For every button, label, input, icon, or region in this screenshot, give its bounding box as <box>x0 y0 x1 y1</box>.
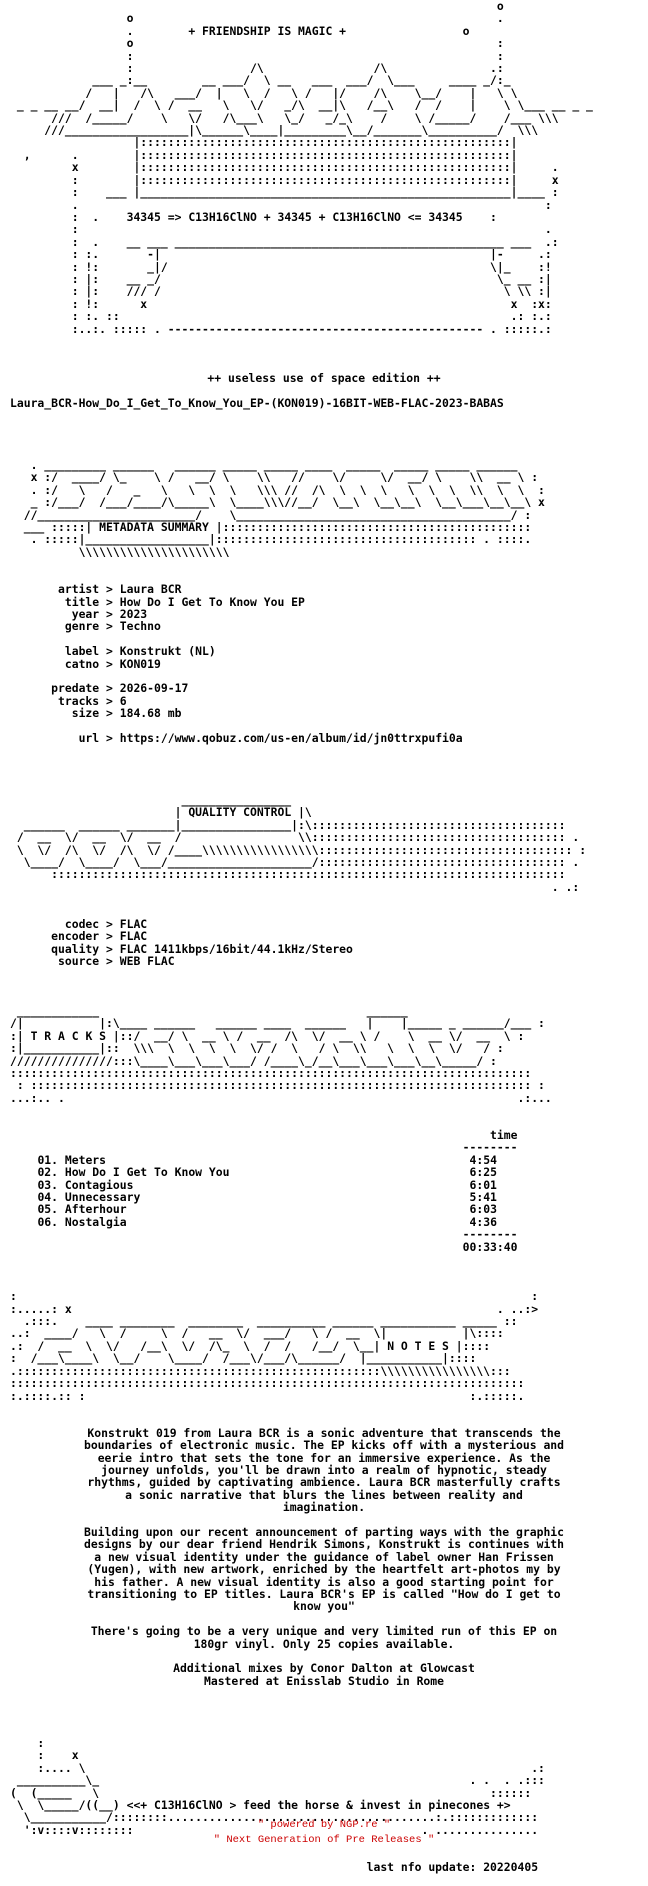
total-time: 00:33:40 <box>462 1239 518 1254</box>
last-update: last nfo update: 20220405 <box>366 1859 539 1874</box>
notes-line: journey unfolds, you'll be drawn into a … <box>101 1462 547 1477</box>
meta-row-genre: genre > Techno <box>10 619 161 634</box>
artist-value: Laura BCR <box>119 582 182 597</box>
source-value: WEB FLAC <box>119 954 175 969</box>
quality-row-source: source > WEB FLAC <box>10 954 175 969</box>
track-row: 06. Nostalgia 4:36 <box>37 1214 497 1229</box>
powered-by-credit: " powered by NGP.re " <box>257 1819 391 1831</box>
title-value: How Do I Get To Know You EP <box>119 594 305 609</box>
notes-line: Additional mixes by Conor Dalton at Glow… <box>173 1661 475 1676</box>
quality-heading: QUALITY CONTROL <box>188 805 292 820</box>
notes-body: Konstrukt 019 from Laura BCR is a sonic … <box>10 1425 638 1688</box>
metadata-list: artist > Laura BCR title > How Do I Get … <box>10 582 638 745</box>
release-name: Laura_BCR-How_Do_I_Get_To_Know_You_EP-(K… <box>10 396 504 410</box>
track-row: 05. Afterhour 6:03 <box>37 1202 497 1217</box>
notes-line: know you" <box>293 1599 355 1614</box>
meta-row-artist: artist > Laura BCR <box>10 582 182 597</box>
url-value: https://www.qobuz.com/us-en/album/id/jn0… <box>119 730 463 745</box>
label-value: Konstrukt (NL) <box>119 644 216 659</box>
footer-slogan: <<+ C13H16ClNO > feed the horse & invest… <box>126 1797 511 1812</box>
meta-row-size: size > 184.68 mb <box>10 706 182 721</box>
notes-line: There's going to be a very unique and ve… <box>90 1624 558 1639</box>
tracks-banner-art: ____________ ______ /| |:\____ ______ __… <box>10 1003 552 1105</box>
year-value: 2023 <box>119 606 148 621</box>
quality-list: codec > FLAC encoder > FLAC quality > FL… <box>10 918 638 968</box>
meta-row-url: url > https://www.qobuz.com/us-en/album/… <box>10 730 463 745</box>
notes-line: imagination. <box>282 1500 366 1515</box>
header-formula: 34345 => C13H16ClNO + 34345 + C13H16ClNO… <box>126 209 463 224</box>
notes-line: transitioning to EP titles. Laura BCR's … <box>87 1587 561 1601</box>
meta-row-predate: predate > 2026-09-17 <box>10 681 189 696</box>
notes-line: his father. A new visual identity is als… <box>94 1574 554 1589</box>
notes-line: Building upon our recent announcement of… <box>83 1524 565 1539</box>
notes-line: Konstrukt 019 from Laura BCR is a sonic … <box>87 1425 561 1440</box>
predate-value: 2026-09-17 <box>119 681 189 696</box>
last-update-line: last nfo update: 20220405 <box>10 1861 638 1873</box>
catno-value: KON019 <box>119 656 161 671</box>
time-column-header: time <box>490 1127 518 1142</box>
footer-art: : : x :.... \ .: __________\_ . . . .:::… <box>10 1735 545 1837</box>
meta-row-year: year > 2023 <box>10 606 148 621</box>
meta-row-tracks: tracks > 6 <box>10 693 127 708</box>
track-row: 03. Contagious 6:01 <box>37 1177 497 1192</box>
nfo-document: o o . . + FRIENDSHIP IS MAGIC + o o <box>10 0 638 1886</box>
notes-line: a new visual identity under the guidance… <box>94 1549 554 1564</box>
notes-line: (Yugen), with new artwork, enriched by t… <box>87 1562 561 1577</box>
quality-value: FLAC 1411kbps/16bit/44.1kHz/Stereo <box>119 941 353 956</box>
track-row: 02. How Do I Get To Know You 6:25 <box>37 1165 497 1180</box>
quality-row-quality: quality > FLAC 1411kbps/16bit/44.1kHz/St… <box>10 941 353 956</box>
meta-row-catno: catno > KON019 <box>10 656 161 671</box>
notes-line: designs by our dear friend Hendrik Simon… <box>83 1537 565 1552</box>
header-tagline: + FRIENDSHIP IS MAGIC + <box>188 23 347 38</box>
track-row: 04. Unnecessary 5:41 <box>37 1190 497 1204</box>
notes-heading: N O T E S <box>387 1338 449 1353</box>
encoder-value: FLAC <box>119 929 148 944</box>
size-value: 184.68 mb <box>119 706 182 721</box>
notes-line: a sonic narrative that blurs the lines b… <box>125 1487 523 1502</box>
edition-line: ++ useless use of space edition ++ <box>207 371 441 386</box>
tracks-heading: T R A C K S <box>30 1028 107 1043</box>
tracklist: time -------- 01. Meters 4:54 02. How Do… <box>10 1129 638 1253</box>
notes-line: rhythms, guided by captivating ambience.… <box>87 1475 561 1490</box>
notes-line: boundaries of electronic music. The EP k… <box>83 1438 565 1453</box>
notes-banner-art: : : :.....: x . ..:> .:::. ____ ________… <box>10 1289 539 1403</box>
meta-row-label: label > Konstrukt (NL) <box>10 644 216 659</box>
genre-value: Techno <box>119 619 161 634</box>
next-gen-credit: " Next Generation of Pre Releases " <box>213 1834 435 1846</box>
codec-value: FLAC <box>119 917 148 932</box>
track-row: 01. Meters 4:54 <box>37 1152 497 1167</box>
notes-line: 180gr vinyl. Only 25 copies available. <box>193 1636 455 1651</box>
tracks-value: 6 <box>119 693 127 708</box>
meta-row-title: title > How Do I Get To Know You EP <box>10 594 305 609</box>
quality-row-codec: codec > FLAC <box>10 917 148 932</box>
metadata-heading: METADATA SUMMARY <box>99 520 209 535</box>
friendship-logo-art: o o . . + FRIENDSHIP IS MAGIC + o o <box>16 0 593 336</box>
notes-line: Mastered at Enisslab Studio in Rome <box>203 1673 445 1688</box>
quality-banner-art: ________________ | QUALITY CONTROL |\ __… <box>16 793 587 894</box>
quality-row-encoder: encoder > FLAC <box>10 929 148 944</box>
notes-line: eerie intro that sets the tone for an im… <box>97 1450 551 1465</box>
metadata-banner-art: . _________ ______ ______ _____ _____ __… <box>23 458 545 559</box>
